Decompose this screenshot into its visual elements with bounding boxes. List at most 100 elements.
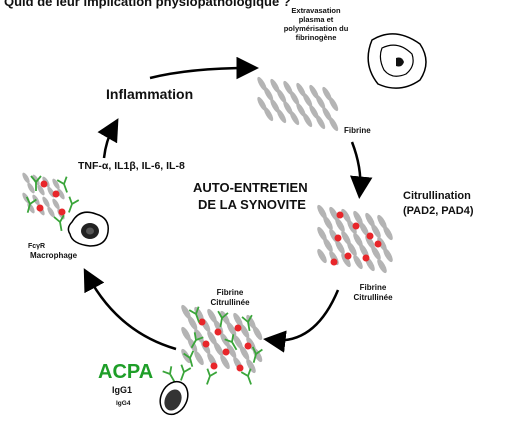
fibrin-strand (194, 350, 204, 366)
citrulline-dot (222, 348, 230, 356)
extravasation-line: fibrinogène (295, 33, 337, 42)
antibody-icon (180, 364, 192, 381)
fibrin-strand (181, 304, 191, 320)
fibrin-strand (341, 230, 351, 246)
antibody-icon (53, 214, 65, 232)
fibrin-strand (246, 314, 256, 330)
antibody-icon (30, 175, 42, 191)
fibrin-strand (233, 312, 243, 328)
extravasation-line: Extravasation (291, 6, 341, 15)
arrow-macrophage-to-inflammation (97, 118, 119, 159)
citrulline-dot (336, 211, 344, 219)
fibrin-strand (213, 341, 224, 357)
fibrin-strand (52, 178, 60, 190)
cytokines-label: TNF-α, IL1β, IL-6, IL-8 (78, 160, 185, 172)
acpa-label: ACPA (98, 361, 154, 383)
fibrin-strand (371, 223, 381, 239)
macrophage-label: Macrophage (30, 251, 78, 260)
fibrin-strand (315, 114, 326, 130)
fibrin-strand (383, 225, 393, 241)
fibrin-strand (302, 112, 313, 128)
fibrin-strand (27, 182, 35, 194)
label-line: Fibrine (216, 288, 244, 297)
antibody-icon (68, 196, 80, 213)
citrulline-dot (362, 254, 370, 262)
fibrin-strand (252, 325, 263, 341)
citrulline-dot (366, 232, 374, 240)
citrulline-dot (352, 222, 360, 230)
citrulline-dot (236, 364, 244, 372)
citrulline-dot (52, 190, 60, 198)
fibrin-strand (302, 92, 313, 108)
center-line2: DE LA SYNOVITE (198, 197, 306, 212)
fibrin-strand (220, 354, 230, 370)
fibrin-strand (32, 174, 40, 186)
fibrin-strand (341, 208, 351, 224)
fibrin-strand (317, 248, 327, 264)
fcgr-label: FcγR (28, 243, 46, 250)
fibrin-strand (207, 330, 217, 346)
fibrine-citrullinee-right-label: Fibrine Citrullinée (348, 283, 398, 303)
citrullination-label: Citrullination (403, 190, 471, 202)
citrulline-dot (330, 258, 338, 266)
fibrin-strand (317, 226, 327, 242)
antibody-icon (183, 350, 195, 367)
fibrin-strand (335, 217, 345, 233)
fibrin-strand (226, 343, 237, 359)
fibrin-strand (371, 245, 381, 261)
citrulline-dot (234, 324, 242, 332)
citrulline-dot (40, 180, 48, 188)
fibrin-strand (341, 252, 351, 268)
fibrin-strand (383, 247, 393, 263)
fibrin-strand (289, 90, 300, 106)
arrow-citrullinee-to-acpa (263, 289, 340, 353)
antibody-icon (206, 368, 218, 385)
fibrin-strand (335, 239, 345, 255)
fibrin-strand (328, 96, 339, 112)
citrulline-dot (58, 208, 66, 216)
fibrin-citrullinated-right (317, 204, 393, 274)
fibrin-strand (37, 184, 45, 196)
fibrin-top (257, 76, 339, 132)
fibrin-strand (276, 88, 287, 104)
citrulline-dot (374, 240, 382, 248)
citrulline-dot (334, 234, 342, 242)
citrulline-dot (244, 342, 252, 350)
arrow-inflammation-to-extravasation (149, 56, 259, 80)
fibrin-strand (377, 236, 387, 252)
fibrin-strand (317, 204, 327, 220)
fibrin-strand (323, 215, 333, 231)
fibrin-strand (220, 310, 230, 326)
fibrin-strand (263, 86, 274, 102)
fibrine-label: Fibrine (344, 126, 371, 135)
fibrin-strand (359, 221, 369, 237)
fibrin-strand (315, 94, 326, 110)
fibrin-strand (22, 172, 30, 184)
antibody-icon (25, 196, 37, 213)
antibody-icon (224, 334, 238, 351)
citrulline-dot (198, 318, 206, 326)
center-line1: AUTO-ENTRETIEN (193, 180, 308, 195)
fibrin-strand (52, 198, 60, 210)
fibrin-strand (181, 326, 191, 342)
antibody-icon (240, 368, 252, 385)
fibrin-strand (276, 108, 287, 124)
fibrin-strand (365, 212, 375, 228)
fibrin-strand (353, 210, 363, 226)
endothelial-cell-icon (367, 33, 427, 89)
extravasation-label: Extravasation plasma et polymérisation d… (262, 6, 370, 42)
fibrin-strand (233, 334, 243, 350)
label-line: Fibrine (359, 283, 387, 292)
citrulline-dot (36, 204, 44, 212)
plasma-cell-icon (159, 380, 189, 416)
fibrin-strand (226, 321, 237, 337)
fibrin-strand (194, 328, 204, 344)
antibody-icon (251, 346, 263, 363)
antibody-icon (190, 332, 204, 349)
fibrin-strand (246, 358, 256, 374)
macrophage-icon (67, 211, 109, 247)
fibrin-left-macrophage (22, 172, 80, 232)
fibrin-strand (323, 237, 333, 253)
fibrin-strand (239, 323, 250, 339)
